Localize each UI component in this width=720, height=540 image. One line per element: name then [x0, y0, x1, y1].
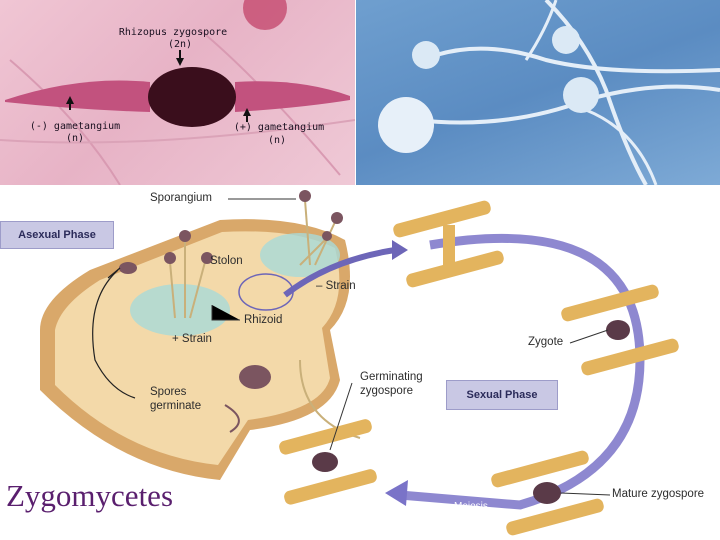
sporangiophore — [304, 199, 311, 266]
sporangiophore — [314, 221, 336, 266]
zygospore-ploidy: (2n) — [167, 39, 193, 50]
stage-gametangia-contact — [393, 200, 504, 288]
stolon-outline — [238, 273, 294, 311]
sporangium-large — [378, 97, 434, 153]
sporangiophore — [169, 261, 176, 319]
sporangium-head — [179, 230, 191, 242]
hypha-bar — [491, 450, 589, 488]
germinating-zygospore-head — [239, 365, 271, 389]
asexual-to-sexual-arrowhead — [392, 240, 408, 260]
sexual-cycle-arrow — [399, 233, 645, 510]
rhizopus-zygospore-micrograph: Rhizopus zygospore (2n) (-) gametangium … — [0, 0, 355, 185]
stage-germinating — [279, 419, 377, 505]
micrograph-pink-drawing — [0, 0, 355, 185]
right-gametangium-shape — [235, 81, 350, 112]
micrograph-blue-drawing — [378, 0, 720, 185]
sexual-phase-label: Sexual Phase — [446, 380, 558, 410]
background-hypha — [9, 59, 121, 185]
germinating-zygospore-shape — [312, 452, 338, 472]
burst-sporangium — [119, 262, 137, 274]
minus-strain-label: – Strain — [316, 280, 356, 292]
sporangiophore — [189, 261, 206, 319]
hypha-bar — [581, 338, 679, 376]
asexual-phase-label: Asexual Phase — [0, 221, 114, 249]
hypha-bar — [393, 200, 491, 238]
stain-blob — [243, 0, 287, 30]
sporangium-small — [552, 26, 580, 54]
left-gametangium-label: (-) gametangium — [29, 121, 121, 132]
spores-label: Spores — [150, 386, 187, 398]
bread-crust — [40, 219, 350, 480]
hypha — [585, 108, 658, 185]
left-ploidy: (n) — [65, 133, 85, 144]
sporangium-head — [322, 231, 332, 241]
background-hypha — [0, 119, 355, 144]
germinate-label: germinate — [150, 400, 202, 412]
germinating-label: Germinating — [360, 371, 423, 383]
hypha-bar — [561, 284, 659, 322]
meiosis-label: Meiosis — [454, 501, 488, 512]
sporangium-head — [331, 212, 343, 224]
hypha-bar — [284, 469, 377, 505]
hypha-bar — [506, 498, 604, 536]
hypha-bar — [406, 250, 504, 288]
left-arrowhead — [66, 96, 74, 104]
right-gametangium-label: (+) gametangium — [233, 122, 325, 133]
zygospore-label: zygospore — [360, 385, 414, 397]
hypha — [524, 0, 558, 61]
mold-patch-minus — [260, 233, 340, 277]
rhizoid-label: Rhizoid — [244, 314, 283, 326]
sporangium-label: Sporangium — [150, 192, 213, 204]
sporangium-small — [412, 41, 440, 69]
germinated-spore — [224, 404, 240, 433]
spore-arrowhead — [107, 267, 121, 279]
stage-mature-zygospore — [491, 450, 604, 536]
plus-strain-label: + Strain — [172, 333, 212, 345]
zygote-label: Zygote — [528, 336, 564, 348]
left-gametangium-shape — [5, 80, 150, 112]
leader-rhizoid — [211, 305, 240, 321]
bread-slice — [55, 231, 340, 465]
zygospore-label: Rhizopus zygospore — [118, 27, 228, 38]
mature-zygospore-shape — [533, 482, 561, 504]
hypha-bar — [279, 419, 372, 455]
sporangium-medium — [563, 77, 599, 113]
mature-zygospore-label: Mature zygospore — [612, 488, 705, 500]
sporangium-head — [164, 252, 176, 264]
zygospore-shape — [148, 67, 236, 127]
mold-patch-plus — [130, 284, 230, 336]
spore-dispersal-arrow — [92, 269, 136, 399]
gametangium — [443, 225, 455, 265]
zygote-shape — [606, 320, 630, 340]
sporangiophore — [299, 239, 326, 266]
stage-zygote — [561, 284, 679, 376]
leader-mature — [560, 492, 611, 496]
sporangia-micrograph — [356, 0, 720, 185]
hypha — [435, 46, 720, 74]
stolon-label: Stolon — [210, 255, 243, 267]
hypha — [544, 0, 648, 185]
right-ploidy: (n) — [267, 135, 287, 146]
zygospore-arrowhead — [176, 58, 184, 66]
sporangium-head — [299, 190, 311, 202]
sexual-cycle-arrowhead — [385, 480, 408, 506]
leader-germinating — [329, 382, 353, 451]
right-arrowhead — [243, 108, 251, 116]
leader-zygote — [569, 329, 609, 344]
slide-title: Zygomycetes — [6, 478, 174, 513]
germinating-stalk — [299, 359, 361, 439]
